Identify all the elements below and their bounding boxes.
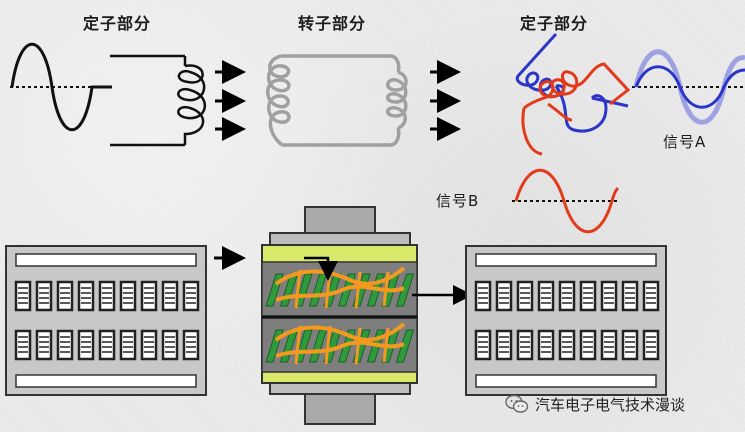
stator-slot (600, 329, 618, 361)
watermark-text: 汽车电子电气技术漫谈 (535, 395, 686, 414)
stator-slot (140, 280, 158, 312)
stator-slot (474, 280, 492, 312)
stator-slot (621, 329, 639, 361)
label-signal-b: 信号B (436, 192, 480, 210)
stator-slot (56, 329, 74, 361)
signal-b-wave (512, 169, 620, 233)
stator-slot (516, 280, 534, 312)
stator-slot (35, 280, 53, 312)
winding-bar (395, 329, 415, 363)
stator-slot (642, 280, 660, 312)
rotor-coils (266, 54, 408, 147)
stator-slot (77, 280, 95, 312)
stator-slot (140, 329, 158, 361)
resolver-cross-section (261, 206, 418, 425)
stator-slot (537, 329, 555, 361)
stator-slot (537, 280, 555, 312)
stator-slot (558, 329, 576, 361)
stator-slot (161, 280, 179, 312)
stator-slot (14, 280, 32, 312)
excitation-sine-wave (10, 42, 112, 132)
stator-slot (119, 329, 137, 361)
stator-slot (579, 329, 597, 361)
stator-slot (98, 329, 116, 361)
winding-bar (395, 273, 415, 307)
flow-arrows-middle (430, 60, 461, 141)
stator-excitation-coil (110, 54, 207, 147)
stator-ring-left (5, 245, 207, 396)
stator-slot (495, 329, 513, 361)
stator-slot (474, 329, 492, 361)
wechat-icon (505, 394, 529, 413)
label-stator-left: 定子部分 (83, 14, 152, 33)
stator-slot (119, 280, 137, 312)
stator-slot (77, 329, 95, 361)
stator-winding-a (515, 32, 629, 133)
stator-slot (14, 329, 32, 361)
label-stator-right: 定子部分 (520, 14, 589, 33)
signal-a-wave (632, 49, 745, 125)
label-signal-a: 信号A (663, 133, 707, 151)
stator-slot (161, 329, 179, 361)
stator-slot (558, 280, 576, 312)
stator-slot (579, 280, 597, 312)
flow-arrows-left (215, 60, 246, 141)
stator-slot (56, 280, 74, 312)
watermark: 汽车电子电气技术漫谈 (505, 392, 685, 416)
stator-slot (516, 329, 534, 361)
stator-slot (621, 280, 639, 312)
stator-slot (642, 329, 660, 361)
stator-ring-right (465, 245, 667, 396)
stator-slot (600, 280, 618, 312)
stator-slot (98, 280, 116, 312)
label-rotor: 转子部分 (298, 14, 367, 33)
stator-slot (35, 329, 53, 361)
stator-slot (495, 280, 513, 312)
stator-winding-b (521, 62, 631, 156)
stator-slot (182, 329, 200, 361)
stator-slot (182, 280, 200, 312)
